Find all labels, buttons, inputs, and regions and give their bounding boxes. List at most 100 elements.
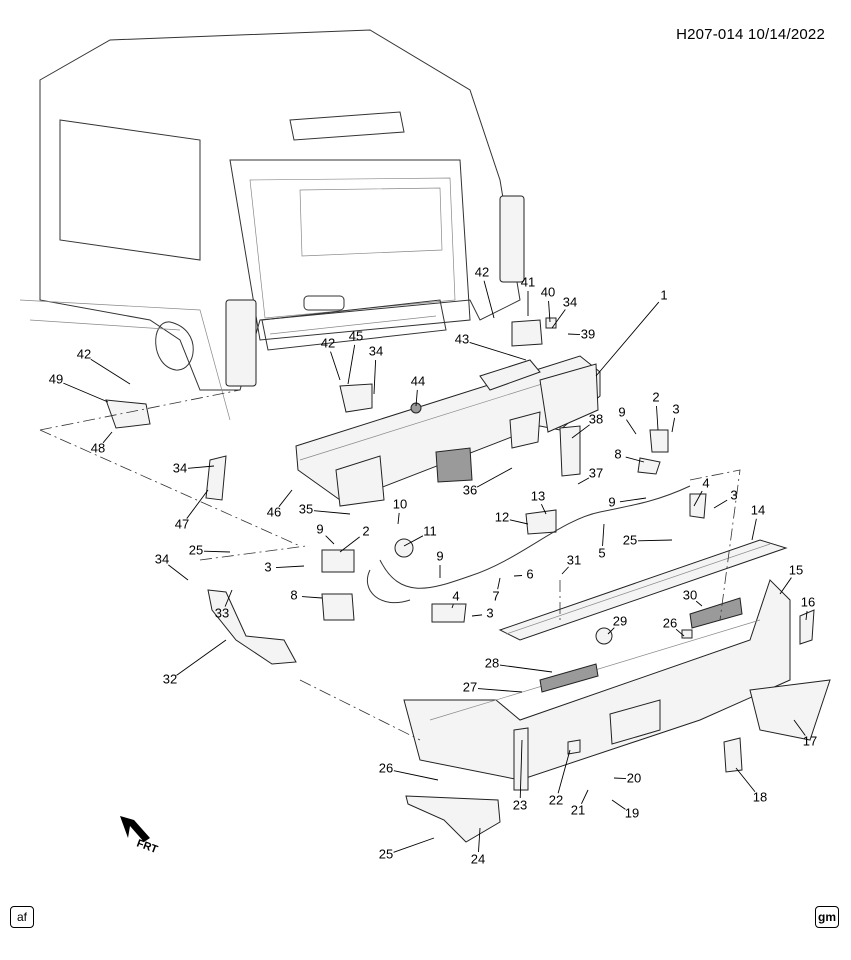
leader-line-34 [187,465,215,469]
callout-44: 44 [411,373,425,388]
leader-line-24 [478,827,481,853]
leader-line-3 [713,499,728,509]
diagram-code: H207-014 10/14/2022 [676,26,825,43]
leader-line-33 [224,589,233,607]
leader-line-3 [275,565,305,569]
leader-line-12 [509,519,529,525]
callout-6: 6 [526,566,533,581]
callout-34: 34 [173,460,187,475]
callout-42: 42 [77,346,91,361]
leader-line-39 [567,333,581,336]
callout-29: 29 [613,613,627,628]
leader-lines [63,280,808,853]
leader-line-47 [186,489,209,519]
leader-line-25 [393,837,435,853]
callout-14: 14 [751,502,765,517]
leader-line-34 [168,564,189,581]
leader-line-8 [301,596,323,599]
leader-line-44 [415,389,418,407]
leader-line-46 [278,489,293,507]
callout-3: 3 [730,487,737,502]
callout-11: 11 [423,523,437,538]
leader-line-26 [393,770,439,781]
callout-9: 9 [436,548,443,563]
leader-line-21 [581,789,589,804]
frame-crossmember [295,355,601,507]
leader-line-42 [330,351,341,381]
leader-line-13 [540,504,547,515]
leader-line-23 [519,739,523,799]
front-direction-indicator: FRT [120,816,159,856]
small-parts [105,317,707,665]
callout-3: 3 [486,605,493,620]
leader-line-5 [602,523,605,547]
callout-5: 5 [598,545,605,560]
leader-line-20 [613,777,627,780]
callout-4: 4 [702,475,709,490]
leader-line-48 [102,431,113,444]
callout-10: 10 [393,496,407,511]
callout-18: 18 [753,789,767,804]
callout-42: 42 [321,335,335,350]
leader-line-36 [476,467,513,488]
callout-25: 25 [189,542,203,557]
callout-1: 1 [660,287,667,302]
leader-line-10 [397,512,400,525]
callout-47: 47 [175,516,189,531]
leader-line-25 [203,550,231,553]
callout-9: 9 [618,404,625,419]
callout-32: 32 [163,671,177,686]
callout-15: 15 [789,562,803,577]
leader-line-4 [451,604,454,609]
leader-line-9 [626,419,637,435]
callout-48: 48 [91,440,105,455]
callout-31: 31 [567,552,581,567]
leader-line-3 [671,417,676,433]
callout-26: 26 [663,615,677,630]
callout-36: 36 [463,482,477,497]
callout-4: 4 [452,588,459,603]
callout-12: 12 [495,509,509,524]
vehicle-body [19,29,525,421]
callout-34: 34 [563,294,577,309]
callout-21: 21 [571,802,585,817]
leader-line-32 [176,639,227,676]
callout-38: 38 [589,411,603,426]
leader-line-34 [551,309,566,329]
callout-17: 17 [803,733,817,748]
callout-24: 24 [471,851,485,866]
callout-3: 3 [264,559,271,574]
leader-line-42 [483,280,495,319]
callout-30: 30 [683,587,697,602]
gm-logo-badge: gm [815,906,839,928]
callout-45: 45 [349,328,363,343]
leader-line-1 [595,301,660,377]
callout-34: 34 [369,343,383,358]
leader-line-17 [793,719,806,736]
leader-line-9 [325,535,335,545]
leader-line-6 [513,575,523,577]
wiring-harness [366,485,691,604]
leader-line-11 [403,535,424,547]
leader-line-28 [499,664,553,673]
leader-line-16 [805,610,808,621]
reference-lines [39,389,741,741]
leader-line-34 [373,359,377,395]
callout-13: 13 [531,488,545,503]
callout-43: 43 [455,331,469,346]
leader-line-38 [571,424,590,439]
leader-line-31 [561,566,569,575]
leader-line-14 [751,518,757,541]
af-badge: af [10,906,34,928]
leader-line-19 [611,799,626,810]
leader-line-2 [656,405,659,431]
leader-line-43 [469,341,527,361]
leader-line-7 [497,577,501,590]
callout-37: 37 [589,465,603,480]
leader-line-18 [735,767,756,793]
callout-28: 28 [485,655,499,670]
callout-42: 42 [475,264,489,279]
leader-line-3 [471,614,483,617]
callout-33: 33 [215,605,229,620]
callout-9: 9 [608,494,615,509]
